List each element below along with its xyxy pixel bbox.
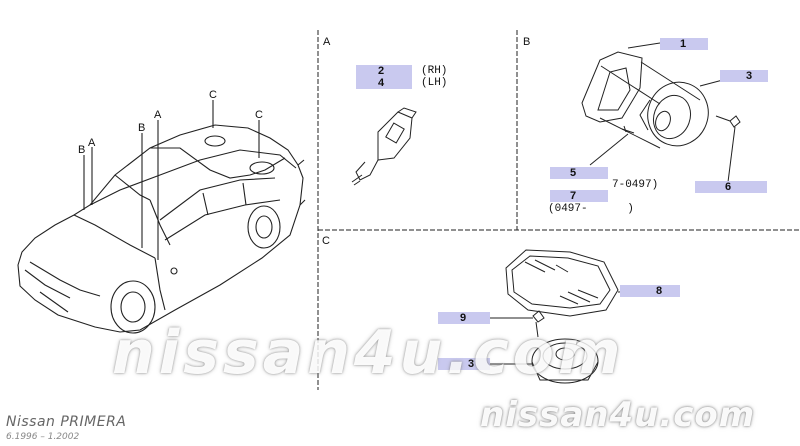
tweeter-part: [351, 107, 417, 186]
section-label-c: C: [322, 235, 330, 247]
part-callout-8[interactable]: 8: [620, 285, 680, 297]
side-label-rh: (RH): [421, 65, 448, 77]
watermark-large: nissan4u.com: [112, 318, 625, 388]
section-label-b: B: [523, 36, 531, 48]
car-callout-c-rear: C: [255, 109, 263, 121]
part-callout-5[interactable]: 5: [550, 167, 608, 179]
car-callout-b-upper: B: [78, 144, 86, 156]
rear-speaker-assembly: [490, 249, 657, 384]
footer-years: 6.1996 – 1.2002: [6, 432, 80, 442]
part-number: 7: [570, 190, 577, 202]
side-label-lh: (LH): [421, 77, 448, 89]
part-number: 8: [656, 285, 663, 297]
part-number: 3: [468, 358, 475, 370]
part-callout-4[interactable]: 4: [356, 77, 412, 89]
part-number: 4: [378, 77, 385, 89]
footer-model: Nissan PRIMERA: [6, 414, 127, 430]
front-speaker-assembly: [581, 42, 741, 183]
car-callout-a-mid: A: [154, 109, 162, 121]
part-number: 6: [725, 181, 732, 193]
part-callout-3-lower[interactable]: 3: [438, 358, 490, 370]
date-note-from: (0497- ): [548, 203, 634, 215]
watermark-small: nissan4u.com: [480, 395, 756, 435]
part-number: 3: [746, 70, 753, 82]
car-illustration: [17, 100, 306, 334]
car-callout-b-mid: B: [138, 122, 146, 134]
part-callout-9[interactable]: 9: [438, 312, 490, 324]
part-number: 5: [570, 167, 577, 179]
part-number: 9: [460, 312, 467, 324]
car-callout-a-upper: A: [88, 137, 96, 149]
date-note-upto: 7-0497): [612, 179, 659, 191]
part-callout-6[interactable]: 6: [695, 181, 767, 193]
part-callout-1[interactable]: 1: [660, 38, 708, 50]
part-number: 2: [378, 65, 385, 77]
part-callout-2[interactable]: 2: [356, 65, 412, 77]
section-label-a: A: [323, 36, 331, 48]
part-number: 1: [680, 38, 687, 50]
part-callout-7[interactable]: 7: [550, 190, 608, 202]
car-callout-c-roof: C: [209, 89, 217, 101]
part-callout-3-upper[interactable]: 3: [720, 70, 768, 82]
section-dividers: [317, 30, 800, 390]
